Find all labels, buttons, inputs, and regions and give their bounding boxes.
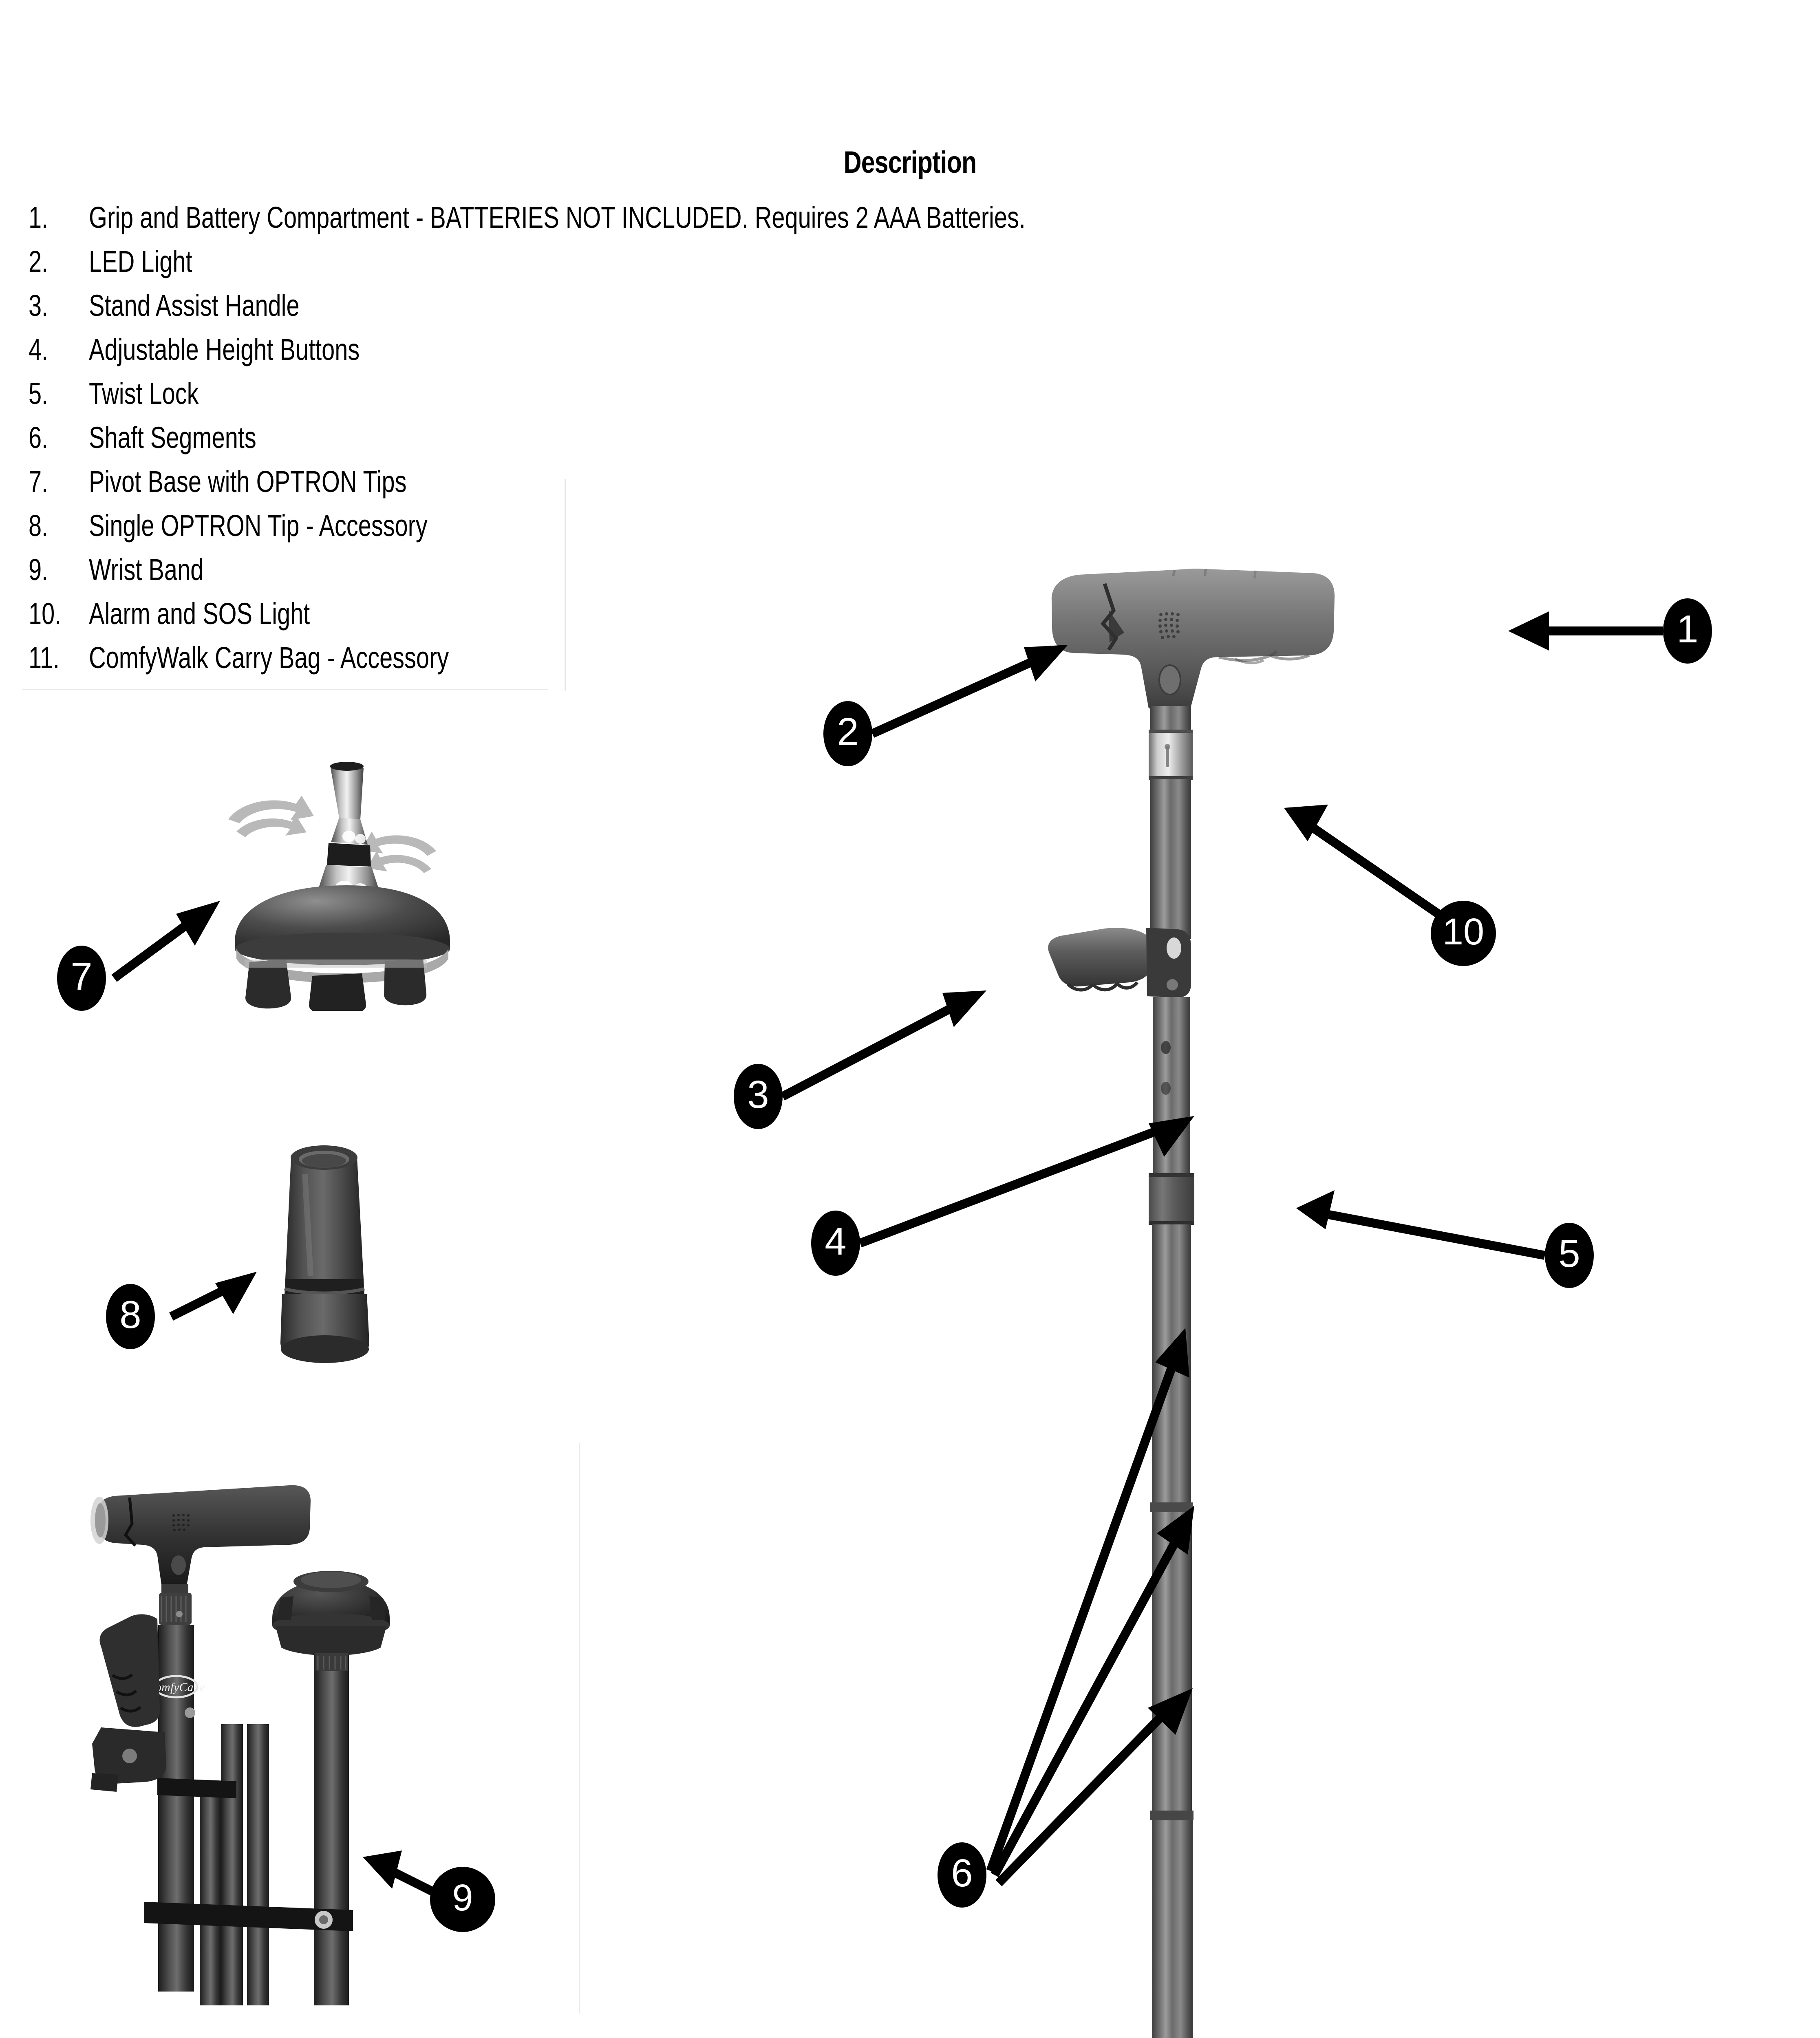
callout-label: 9: [452, 1877, 473, 1919]
list-item-label: LED Light: [89, 245, 192, 278]
list-item: 7. Pivot Base with OPTRON Tips: [29, 460, 1007, 504]
callout-label: 6: [951, 1851, 973, 1895]
callout-7-detail[interactable]: 7: [57, 946, 106, 1011]
callout-label: 7: [71, 955, 93, 998]
twist-lock: [1149, 1173, 1194, 1225]
single-optron-tip-illustration: [261, 1129, 399, 1365]
list-item-number: 1.: [29, 201, 49, 234]
callout-label: 2: [837, 710, 859, 754]
callout-label: 8: [119, 1293, 141, 1337]
list-item-number: 7.: [29, 465, 49, 498]
callout-9[interactable]: 9: [430, 1867, 495, 1932]
grip-and-battery-compartment: [1051, 569, 1335, 709]
list-item-label: Single OPTRON Tip - Accessory: [89, 509, 428, 543]
callout-label: 10: [1442, 911, 1485, 953]
callout-6[interactable]: 6: [938, 1842, 986, 1908]
list-item-number: 10.: [29, 597, 62, 631]
callout-10[interactable]: 10: [1431, 901, 1496, 966]
callout-8[interactable]: 8: [106, 1284, 155, 1349]
callout-arrow-8: [169, 1272, 257, 1321]
list-item: 9. Wrist Band: [29, 548, 1007, 592]
list-item-label: Adjustable Height Buttons: [89, 333, 360, 366]
list-item-number: 5.: [29, 377, 49, 410]
callout-1[interactable]: 1: [1663, 598, 1712, 664]
led-power-button: [1158, 664, 1181, 695]
shaft-segments: [1150, 1224, 1193, 2038]
list-item-label: Pivot Base with OPTRON Tips: [89, 465, 407, 498]
description-list: 1. Grip and Battery Compartment - BATTER…: [29, 196, 1026, 680]
folded-cane-grip: [90, 1485, 311, 1586]
folded-cane-illustration: ComfyCane: [77, 1463, 510, 2005]
list-item: 6. Shaft Segments: [29, 416, 1007, 460]
callout-label: 1: [1677, 607, 1699, 651]
scan-artifact: [22, 689, 548, 690]
main-cane-illustration: [1043, 562, 1512, 2038]
callout-label: 4: [825, 1220, 847, 1263]
list-item-number: 6.: [29, 421, 49, 454]
page-title: Description: [843, 145, 977, 180]
callout-label: 5: [1558, 1232, 1580, 1275]
callout-label: 3: [747, 1073, 769, 1116]
scan-artifact: [565, 479, 566, 691]
list-item-number: 4.: [29, 333, 49, 366]
list-item-number: 8.: [29, 509, 49, 543]
list-item: 3. Stand Assist Handle: [29, 284, 1007, 328]
scan-artifact: [579, 1443, 580, 2014]
list-item: 2. LED Light: [29, 240, 1007, 284]
list-item: 8. Single OPTRON Tip - Accessory: [29, 504, 1007, 548]
callout-2[interactable]: 2: [823, 701, 872, 766]
callout-arrow-3: [780, 990, 986, 1101]
list-item-number: 2.: [29, 245, 49, 278]
callout-5[interactable]: 5: [1545, 1223, 1594, 1288]
speaker-grille-icon: [1158, 612, 1180, 639]
list-item-label: Shaft Segments: [89, 421, 256, 454]
list-item: 5. Twist Lock: [29, 372, 1007, 416]
wrist-band: [144, 1778, 353, 1931]
list-item-number: 11.: [29, 641, 60, 675]
list-item-label: Wrist Band: [89, 553, 204, 587]
list-item-label: Grip and Battery Compartment - BATTERIES…: [89, 201, 1026, 234]
rotation-arrows-icon: [228, 796, 436, 873]
pivot-base-detail-illustration: [179, 758, 489, 1011]
list-item-number: 3.: [29, 289, 49, 322]
callout-4[interactable]: 4: [811, 1211, 860, 1276]
list-item: 10. Alarm and SOS Light: [29, 592, 1007, 636]
list-item-label: Stand Assist Handle: [89, 289, 300, 322]
led-light: [1101, 583, 1124, 651]
list-item-label: Twist Lock: [89, 377, 199, 410]
alarm-and-sos-light: [1149, 730, 1193, 780]
callout-arrow-1: [1508, 611, 1663, 651]
list-item: 11. ComfyWalk Carry Bag - Accessory: [29, 636, 1007, 680]
stand-assist-handle: [1048, 928, 1191, 998]
callout-3[interactable]: 3: [734, 1064, 783, 1129]
list-item: 1. Grip and Battery Compartment - BATTER…: [29, 196, 1026, 240]
list-item-label: Alarm and SOS Light: [89, 597, 310, 631]
list-item-label: ComfyWalk Carry Bag - Accessory: [89, 641, 449, 675]
folded-pivot-base: [272, 1571, 390, 1671]
list-item-number: 9.: [29, 553, 49, 587]
list-item: 4. Adjustable Height Buttons: [29, 328, 1007, 372]
